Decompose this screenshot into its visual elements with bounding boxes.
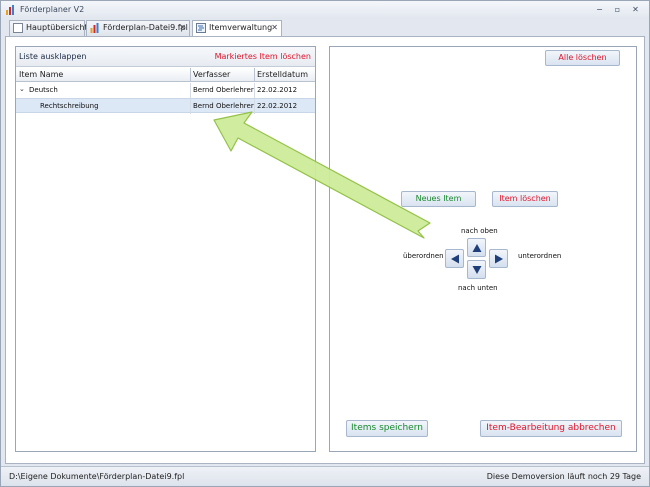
tab-strip: Hauptübersicht Förderplan-Datei9.fpl ✕ I… — [5, 20, 645, 37]
collapse-arrow-icon[interactable]: ⌄ — [19, 85, 25, 93]
superordinate-label: überordnen — [403, 252, 444, 260]
delete-item-button[interactable]: Item löschen — [492, 191, 558, 207]
save-items-button[interactable]: Items speichern — [346, 420, 428, 437]
status-bar: D:\Eigene Dokumente\Förderplan-Datei9.fp… — [1, 466, 649, 486]
delete-marked-item-link[interactable]: Markiertes Item löschen — [214, 52, 311, 61]
move-down-button[interactable] — [467, 260, 486, 279]
tab-hauptuebersicht[interactable]: Hauptübersicht — [9, 20, 88, 36]
new-item-button[interactable]: Neues Item — [401, 191, 476, 207]
demo-notice-status: Diese Demoversion läuft noch 29 Tage — [486, 472, 641, 481]
author-cell: Bernd Oberlehrer — [193, 86, 254, 94]
minimize-button[interactable]: − — [596, 5, 603, 14]
window-title: Förderplaner V2 — [20, 5, 85, 14]
subordinate-label: unterordnen — [518, 252, 562, 260]
grid-header: Item Name Verfasser Erstelldatum — [16, 68, 315, 82]
file-path-status: D:\Eigene Dokumente\Förderplan-Datei9.fp… — [9, 472, 185, 481]
arrow-down-icon — [472, 266, 482, 274]
tab-foerderplan-datei[interactable]: Förderplan-Datei9.fpl ✕ — [86, 20, 190, 36]
close-icon[interactable]: ✕ — [179, 23, 186, 32]
tab-label: Förderplan-Datei9.fpl — [103, 23, 188, 32]
restore-button[interactable]: ▫ — [614, 5, 621, 14]
author-cell: Bernd Oberlehrer — [193, 102, 254, 110]
arrow-up-icon — [472, 244, 482, 252]
date-cell: 22.02.2012 — [257, 86, 298, 94]
tab-label: Hauptübersicht — [26, 23, 88, 32]
table-row[interactable]: ⌄ Deutsch Bernd Oberlehrer 22.02.2012 — [16, 83, 315, 98]
move-down-label: nach unten — [458, 284, 498, 292]
tab-label: Itemverwaltung — [209, 23, 273, 32]
column-header-date[interactable]: Erstelldatum — [257, 70, 308, 79]
close-window-button[interactable]: ✕ — [632, 5, 639, 14]
arrow-right-icon — [495, 254, 503, 264]
column-header-item-name[interactable]: Item Name — [19, 70, 64, 79]
delete-all-button[interactable]: Alle löschen — [545, 50, 620, 66]
move-up-label: nach oben — [461, 227, 498, 235]
expand-list-link[interactable]: Liste ausklappen — [19, 52, 87, 61]
superordinate-button[interactable] — [445, 249, 464, 268]
document-icon — [13, 23, 23, 33]
column-header-author[interactable]: Verfasser — [193, 70, 231, 79]
item-tree-panel: Liste ausklappen Markiertes Item löschen… — [15, 46, 316, 452]
close-icon[interactable]: ✕ — [271, 23, 278, 32]
title-bar: Förderplaner V2 − ▫ ✕ — [1, 1, 649, 19]
cancel-editing-button[interactable]: Item-Bearbeitung abbrechen — [480, 420, 622, 437]
app-logo-icon — [6, 5, 16, 15]
item-actions-panel: Alle löschen Neues Item Item löschen nac… — [329, 46, 637, 452]
item-list-icon — [196, 23, 206, 33]
tree-toolbar: Liste ausklappen Markiertes Item löschen — [16, 47, 315, 67]
tab-content-area: Liste ausklappen Markiertes Item löschen… — [5, 36, 645, 464]
chart-icon — [90, 23, 99, 33]
move-up-button[interactable] — [467, 238, 486, 257]
item-name-cell: Rechtschreibung — [40, 102, 99, 110]
arrow-left-icon — [451, 254, 459, 264]
tab-itemverwaltung[interactable]: Itemverwaltung ✕ — [192, 20, 282, 37]
item-name-cell: Deutsch — [29, 86, 58, 94]
subordinate-button[interactable] — [489, 249, 508, 268]
date-cell: 22.02.2012 — [257, 102, 298, 110]
table-row-selected[interactable]: Rechtschreibung Bernd Oberlehrer 22.02.2… — [16, 98, 315, 114]
